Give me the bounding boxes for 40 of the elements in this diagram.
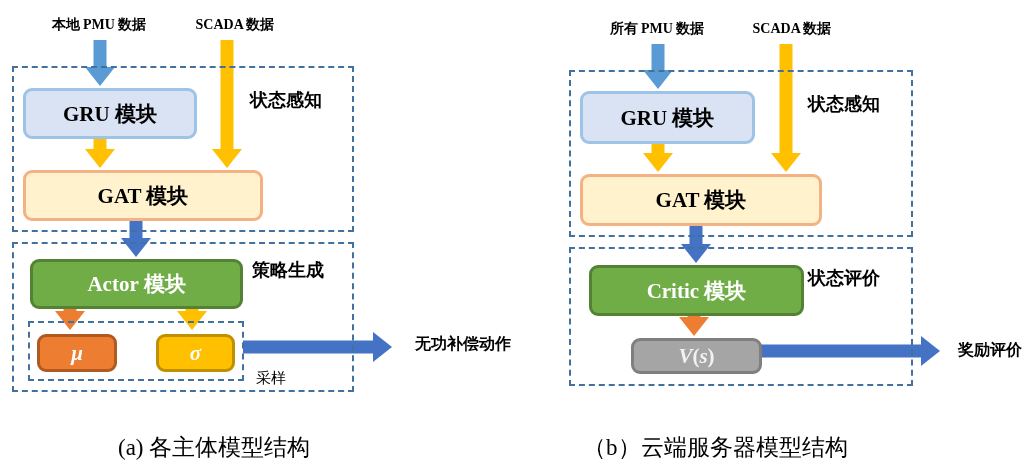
input-label: SCADA 数据 [182, 13, 288, 37]
arrow [85, 138, 115, 168]
dashed-group-box [12, 242, 354, 392]
process-box: GRU 模块 [23, 88, 197, 139]
caption: (a) 各主体模型结构 [118, 434, 311, 462]
process-box: μ [37, 334, 117, 372]
process-box: σ [156, 334, 235, 372]
arrow [85, 40, 115, 86]
process-box: Actor 模块 [30, 259, 243, 309]
group-heading: 状态感知 [808, 93, 880, 116]
input-label: 所有 PMU 数据 [594, 17, 720, 41]
arrow [121, 220, 151, 257]
process-box: V(s) [631, 338, 762, 374]
arrow [681, 225, 711, 263]
process-box: Critic 模块 [589, 265, 804, 316]
caption: （b）云端服务器模型结构 [583, 434, 848, 462]
arrow [243, 332, 392, 362]
dashed-group-box [569, 70, 913, 237]
process-box: GAT 模块 [580, 174, 822, 226]
group-heading: 状态感知 [250, 89, 322, 112]
dashed-group-box [569, 247, 913, 386]
input-label: 奖励评价 [948, 337, 1032, 363]
dashed-group-box [28, 321, 244, 381]
arrow [771, 44, 801, 172]
arrow [643, 44, 673, 89]
input-label: SCADA 数据 [738, 17, 846, 41]
arrow [212, 40, 242, 168]
arrow [679, 315, 709, 336]
dashed-group-box [12, 66, 354, 232]
process-box: GAT 模块 [23, 170, 263, 221]
input-label: 本地 PMU 数据 [36, 13, 162, 37]
input-label: 无功补偿动作 [400, 331, 526, 357]
process-box: GRU 模块 [580, 91, 755, 144]
group-heading: 状态评价 [808, 267, 880, 290]
arrow [643, 143, 673, 172]
arrow [177, 308, 207, 330]
arrow [55, 308, 85, 330]
edge-label: 采样 [256, 369, 286, 388]
arrow [761, 336, 940, 366]
group-heading: 策略生成 [252, 259, 324, 282]
